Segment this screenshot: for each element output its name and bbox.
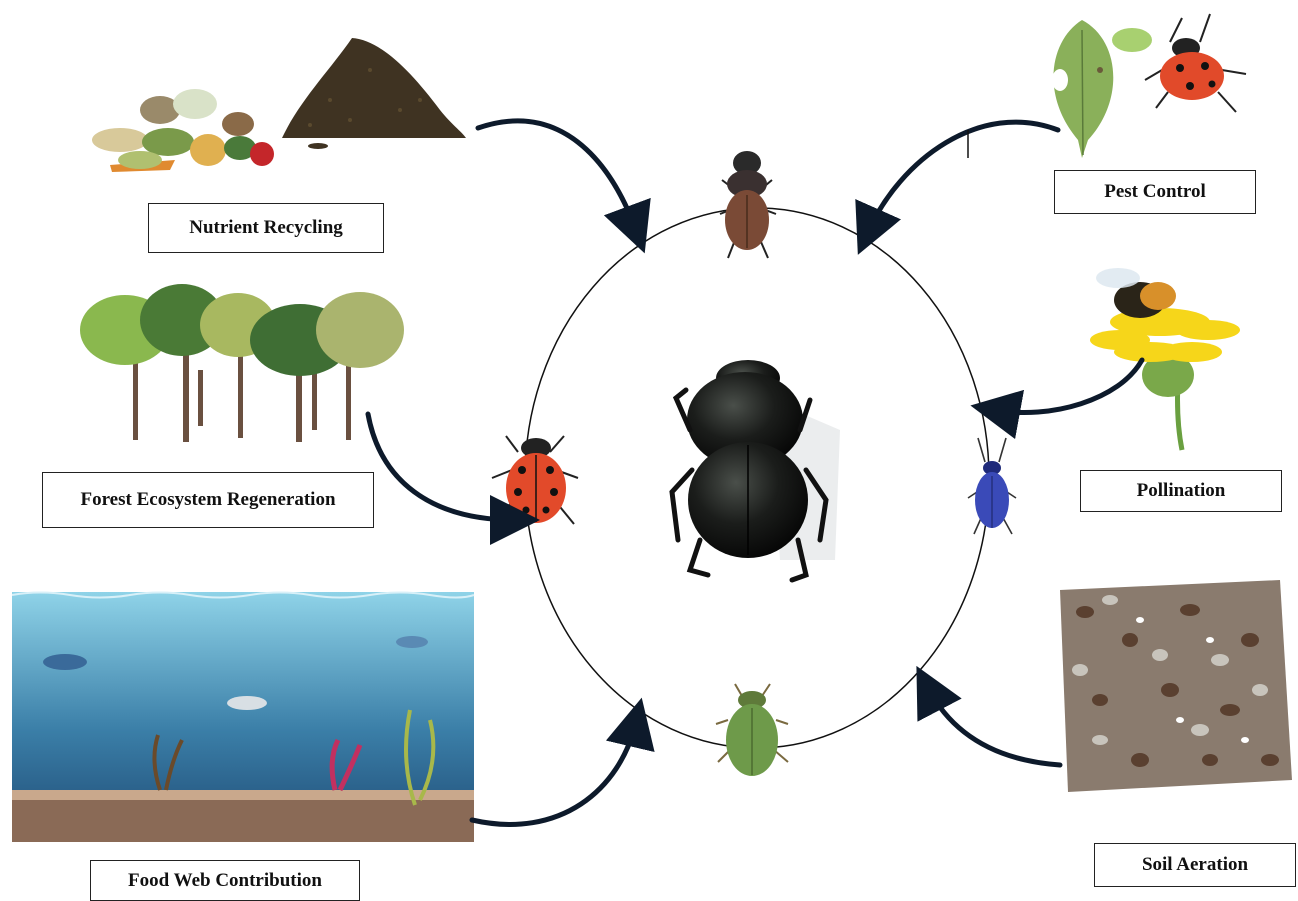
green-beetle-icon (716, 684, 788, 776)
label-pollination: Pollination (1080, 470, 1282, 512)
arrow-nutrient-recycling (478, 121, 636, 230)
label-soil-aeration: Soil Aeration (1094, 843, 1296, 887)
arrow-soil-aeration (928, 688, 1060, 765)
forest-trees-icon (80, 284, 404, 442)
dung-beetle-icon (672, 360, 840, 580)
soil-particles-icon (1060, 580, 1292, 792)
brown-beetle-icon (720, 151, 776, 258)
label-forest-regeneration: Forest Ecosystem Regeneration (42, 472, 374, 528)
leaf-aphid-ladybug-icon (1052, 14, 1246, 158)
arrow-pollination (995, 360, 1142, 413)
arrow-pest-control (868, 122, 1058, 232)
food-scraps-icon (92, 89, 274, 172)
label-food-web: Food Web Contribution (90, 860, 360, 901)
compost-heap-icon (282, 38, 466, 149)
bumblebee-flower-icon (1090, 268, 1240, 450)
blue-beetle-icon (968, 438, 1016, 534)
ocean-scene-icon (12, 592, 474, 842)
ladybug-icon (492, 436, 578, 524)
label-nutrient-recycling: Nutrient Recycling (148, 203, 384, 253)
arrow-forest-regeneration (368, 414, 515, 520)
arrow-food-web (472, 722, 636, 824)
label-pest-control: Pest Control (1054, 170, 1256, 214)
